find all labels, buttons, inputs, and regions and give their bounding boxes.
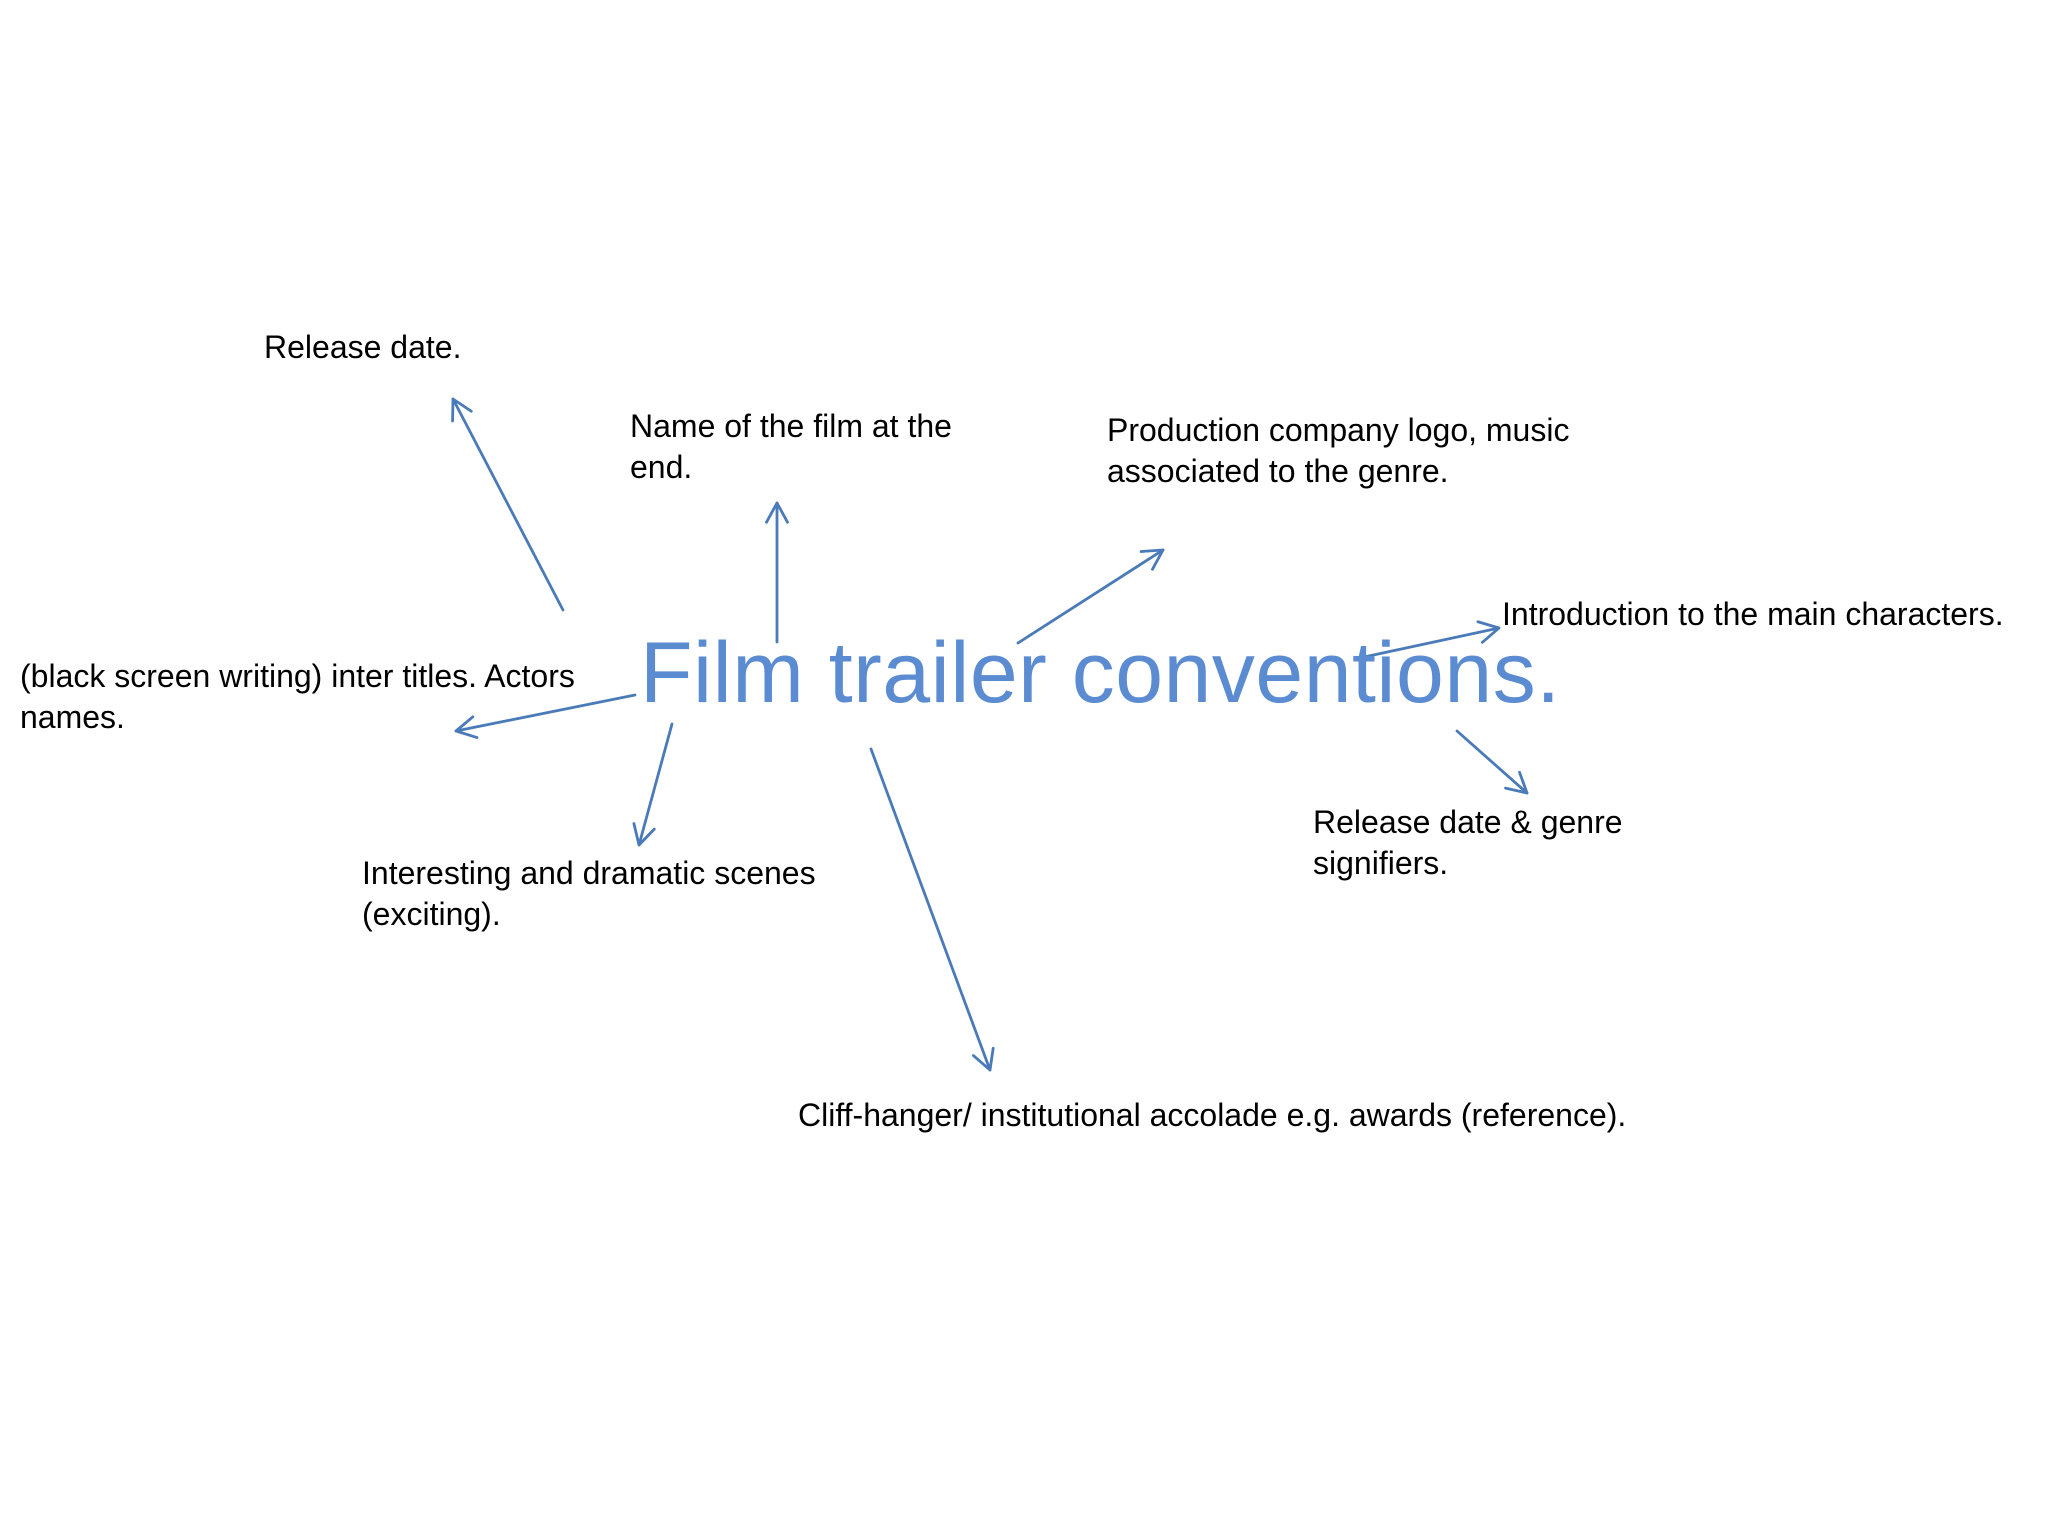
note-introduction-line-1: Introduction to the main characters.	[1502, 596, 2004, 632]
arrow-to-name-of-film-head	[765, 501, 789, 524]
note-interesting-line-1: Interesting and dramatic scenes	[362, 855, 816, 891]
note-inter-titles-line-2: names.	[20, 699, 125, 735]
note-production-company: Production company logo, music associate…	[1107, 410, 1569, 492]
note-inter-titles: (black screen writing) inter titles. Act…	[20, 656, 575, 738]
note-cliff-hanger: Cliff-hanger/ institutional accolade e.g…	[798, 1095, 1626, 1136]
arrow-to-name-of-film	[765, 501, 789, 644]
arrow-to-production-head	[1139, 548, 1165, 571]
arrow-to-cliffhanger-head	[971, 1046, 995, 1072]
arrow-to-interesting-head	[632, 822, 656, 847]
note-name-of-film-line-2: end.	[630, 449, 693, 485]
note-interesting-line-2: (exciting).	[362, 896, 501, 932]
note-cliff-hanger-line-1: Cliff-hanger/ institutional accolade e.g…	[798, 1097, 1627, 1133]
arrow-to-release-genre-head	[1504, 770, 1529, 795]
arrow-to-release-date-head	[451, 397, 473, 423]
arrow-to-release-genre-shaft	[1455, 729, 1529, 795]
arrow-to-release-genre	[1455, 729, 1529, 795]
note-interesting-scenes: Interesting and dramatic scenes (excitin…	[362, 853, 816, 935]
note-inter-titles-line-1: (black screen writing) inter titles. Act…	[20, 658, 575, 694]
note-release-genre-line-2: signifiers.	[1313, 845, 1449, 881]
note-release-date: Release date.	[264, 327, 461, 368]
arrow-to-release-date-shaft	[451, 397, 565, 612]
note-release-date-genre: Release date & genre signifiers.	[1313, 802, 1623, 884]
arrow-to-release-date	[451, 397, 565, 612]
note-introduction-characters: Introduction to the main characters.	[1502, 594, 2004, 635]
note-name-of-film-line-1: Name of the film at the	[630, 408, 952, 444]
diagram-title: Film trailer conventions.	[640, 625, 1561, 721]
note-name-of-film: Name of the film at the end.	[630, 406, 952, 488]
arrow-to-cliffhanger	[869, 747, 995, 1072]
note-production-line-1: Production company logo, music	[1107, 412, 1570, 448]
arrow-to-cliffhanger-shaft	[869, 747, 992, 1072]
note-production-line-2: associated to the genre.	[1107, 453, 1449, 489]
arrow-to-interesting-shaft	[637, 722, 674, 847]
note-release-genre-line-1: Release date & genre	[1313, 804, 1623, 840]
arrow-to-interesting	[632, 722, 674, 847]
note-release-date-line-1: Release date.	[264, 329, 462, 365]
